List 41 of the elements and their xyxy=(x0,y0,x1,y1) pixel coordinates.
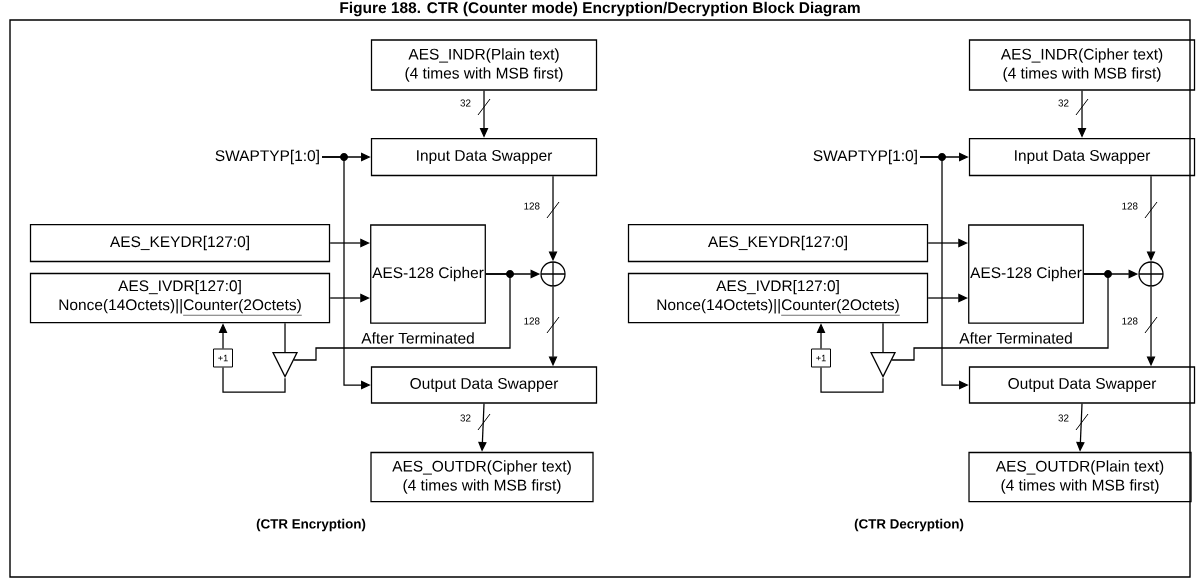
edge-label: 32 xyxy=(1058,414,1069,422)
edge-label: 32 xyxy=(1058,99,1069,107)
edge-label: 128 xyxy=(1122,317,1138,325)
cipher-box: AES-128 Cipher xyxy=(370,224,486,324)
connector xyxy=(293,273,511,361)
xor-symbol xyxy=(540,261,566,287)
edge-label: 128 xyxy=(524,317,540,325)
register-box: AES_KEYDR[127:0] xyxy=(627,223,929,263)
edge-label: After Terminated xyxy=(959,332,1072,344)
edge-label: 32 xyxy=(460,414,471,422)
connector xyxy=(891,273,1109,361)
process-box: Input Data Swapper xyxy=(370,137,598,177)
connector xyxy=(222,366,286,393)
connector xyxy=(882,322,884,353)
register-box: AES_INDR(Plain text) (4 times with MSB first) xyxy=(370,39,598,91)
register-box: AES_INDR(Cipher text) (4 times with MSB first) xyxy=(968,39,1196,91)
edge-label: 128 xyxy=(524,202,540,210)
edge-label: After Terminated xyxy=(361,332,474,344)
buffer-symbol xyxy=(272,351,299,378)
register-box: AES_OUTDR(Plain text) (4 times with MSB first) xyxy=(968,451,1192,503)
register-box: AES_IVDR[127:0] Nonce(14Octets)||Counter(2Octets) xyxy=(29,272,331,324)
cipher-box: AES-128 Cipher xyxy=(968,224,1084,324)
xor-symbol xyxy=(1138,261,1164,287)
edge-label: 32 xyxy=(460,99,471,107)
connector xyxy=(284,322,286,353)
process-box: Output Data Swapper xyxy=(370,366,598,404)
register-box: AES_KEYDR[127:0] xyxy=(29,223,331,263)
register-box: AES_IVDR[127:0] Nonce(14Octets)||Counter(2Octets) xyxy=(627,272,929,324)
process-box: Input Data Swapper xyxy=(968,137,1196,177)
register-box: AES_OUTDR(Cipher text) (4 times with MSB first) xyxy=(370,451,594,503)
figure-title: Figure 188. CTR (Counter mode) Encryption/Decryption Block Diagram xyxy=(340,1,860,17)
signal-label: SWAPTYP[1:0] xyxy=(215,149,319,165)
panel-caption: (CTR Encryption) xyxy=(256,518,366,532)
process-box: Output Data Swapper xyxy=(968,366,1196,404)
panel-caption: (CTR Decryption) xyxy=(854,518,964,532)
increment-box: +1 xyxy=(811,348,831,368)
increment-box: +1 xyxy=(213,348,233,368)
buffer-symbol xyxy=(870,351,897,378)
connector xyxy=(820,366,884,393)
signal-label: SWAPTYP[1:0] xyxy=(813,149,917,165)
edge-label: 128 xyxy=(1122,202,1138,210)
